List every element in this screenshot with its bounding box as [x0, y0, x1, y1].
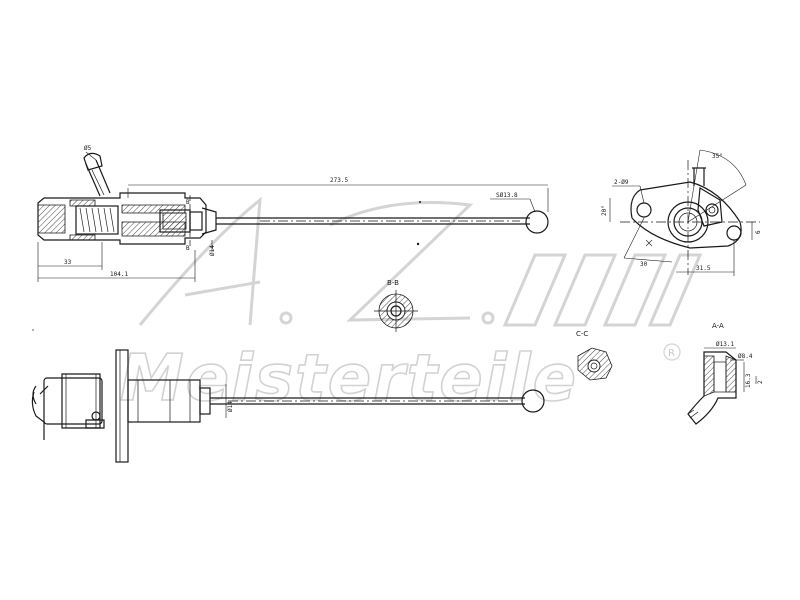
svg-text:SØ13.8: SØ13.8 [496, 192, 518, 199]
section-c-c: C-C [576, 330, 613, 381]
watermark-registered-mark: R [668, 348, 675, 359]
svg-text:104.1: 104.1 [110, 271, 128, 278]
spring [75, 205, 119, 235]
section-a-a: A-A Ø13.1 Ø8.4 16.3 2 [687, 322, 764, 425]
dimension-rod-dia: Ø14 [209, 240, 216, 256]
watermark-az-logo [138, 196, 703, 327]
ball-end-bottom [521, 389, 545, 413]
dimension-ball-dia: SØ13.8 [490, 192, 536, 213]
dimension-20: 20° [601, 205, 608, 216]
section-label-a-a: A-A [712, 322, 724, 330]
dimension-aa-dia-1: Ø13.1 [716, 341, 734, 348]
dimension-aa-dia-2: Ø8.4 [738, 353, 753, 360]
bottom-external-view: Ø14 [31, 329, 545, 463]
dimension-hole-spec: 2-Ø9 [614, 179, 629, 186]
watermark-brand-name: Meisterteile [120, 342, 578, 416]
dimension-aa-small: 2 [757, 380, 764, 384]
dimension-30: 30 [640, 261, 648, 268]
dimension-overall-length: 273.5 [127, 177, 549, 212]
section-mark-b-bottom: B [186, 245, 190, 252]
flange-front-view: 35° 2-Ø9 20° 30 31.5 6 [601, 149, 762, 276]
top-section-view: B B 273.5 SØ13.8 Ø5 Ø14 33 [37, 145, 549, 282]
section-label-c-c: C-C [576, 330, 588, 338]
svg-text:Ø14: Ø14 [209, 245, 216, 256]
dimension-6: 6 [755, 230, 762, 234]
inlet-port [83, 152, 111, 197]
section-b-b: B-B [374, 279, 418, 332]
svg-text:33: 33 [64, 259, 72, 266]
dimension-31-5: 31.5 [696, 265, 711, 272]
section-label-b-b: B-B [387, 279, 399, 287]
dimension-angle-35: 35° [712, 153, 723, 160]
dimension-aa-len: 16.3 [745, 373, 752, 388]
section-mark-b-top: B [186, 199, 190, 206]
svg-text:273.5: 273.5 [330, 177, 348, 184]
ball-end-top [525, 210, 549, 234]
svg-text:Ø5: Ø5 [84, 145, 92, 152]
dimension-rod-dia-bottom: Ø14 [227, 401, 234, 412]
dimension-length-104: 104.1 [37, 250, 196, 282]
dimension-length-33: 33 [37, 242, 103, 270]
dimension-port-dia: Ø5 [84, 145, 97, 161]
